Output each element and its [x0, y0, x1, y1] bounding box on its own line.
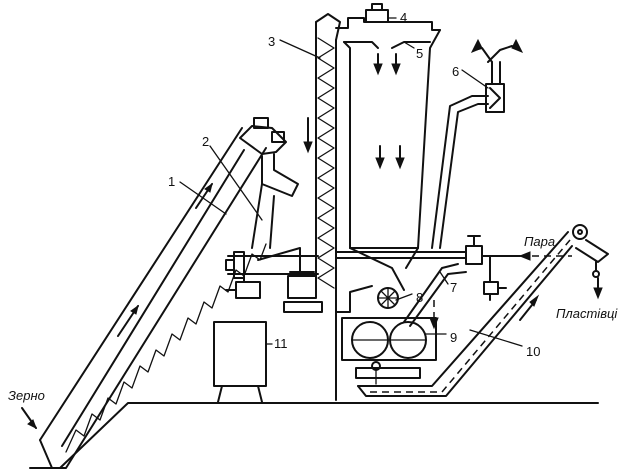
callout-1: 1 [168, 174, 175, 189]
callout-4: 4 [400, 10, 407, 25]
callout-leaders [179, 17, 523, 347]
callout-9: 9 [450, 330, 457, 345]
steam-supply [335, 235, 572, 330]
label-steam: Пара [524, 234, 555, 249]
inclined-elevator [39, 117, 299, 469]
steaming-column [335, 17, 441, 291]
top-valve [365, 3, 389, 23]
flake-conveyor [357, 224, 609, 397]
feeder-drive [225, 247, 323, 313]
callout-8: 8 [416, 290, 423, 305]
callout-7: 7 [450, 280, 457, 295]
feeder-roll [335, 285, 399, 313]
vertical-conveyor [303, 13, 341, 297]
steam-exhaust [431, 38, 524, 249]
callout-3: 3 [268, 34, 275, 49]
callout-11: 11 [274, 336, 288, 351]
label-flakes: Пластівці [556, 306, 618, 321]
callout-5: 5 [416, 46, 423, 61]
label-grain: Зерно [8, 388, 45, 403]
callout-6: 6 [452, 64, 459, 79]
callout-10: 10 [526, 344, 540, 359]
flaking-rolls [335, 311, 437, 401]
callout-2: 2 [202, 134, 209, 149]
tank [213, 321, 267, 403]
floor-line [29, 402, 599, 469]
